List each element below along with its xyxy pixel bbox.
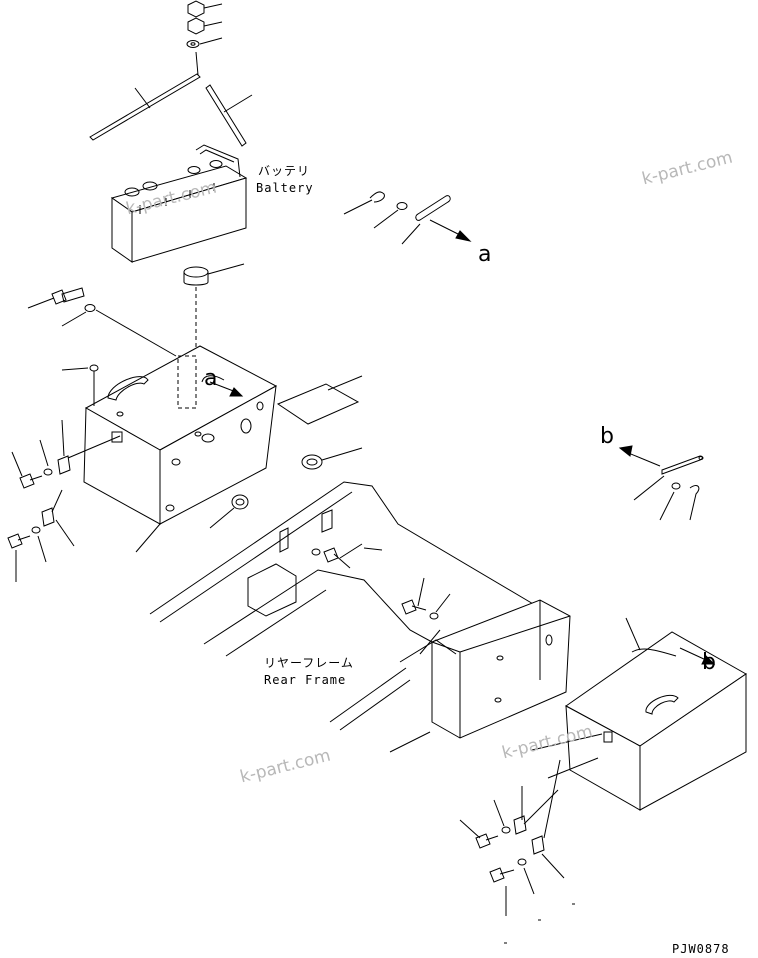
battery-label-jp: バッテリ (258, 164, 311, 178)
battery-label-en: Baltery (256, 181, 314, 195)
battery (110, 144, 248, 263)
reference-letter-a-tray: a (204, 366, 218, 391)
battery-tray (83, 345, 278, 553)
grommet-right (301, 447, 363, 470)
tray-bolt (27, 287, 177, 357)
left-bracket-hardware (7, 419, 121, 582)
rear-frame-label-en: Rear Frame (264, 673, 347, 687)
right-lower-hardware (459, 759, 575, 944)
hold-down-rod (89, 51, 201, 141)
frame-bolt (311, 543, 451, 620)
grommet-left (209, 494, 249, 529)
drawing-code: PJW0878 (672, 942, 730, 956)
hook-bolt (205, 84, 253, 147)
reference-letter-b-box: b (702, 650, 716, 675)
reference-letter-a-cable: a (478, 242, 492, 267)
rubber-cap (183, 263, 245, 388)
rear-frame-label-jp: リヤーフレーム (264, 656, 354, 670)
right-battery-box (531, 617, 747, 811)
rear-frame (149, 481, 571, 753)
cable-terminal-assembly (343, 191, 472, 245)
mounting-pad (276, 375, 363, 425)
right-cable-assembly (618, 445, 704, 521)
reference-letter-b-cable: b (600, 424, 614, 449)
top-nut-stack (186, 0, 223, 48)
tray-stud (61, 364, 99, 406)
